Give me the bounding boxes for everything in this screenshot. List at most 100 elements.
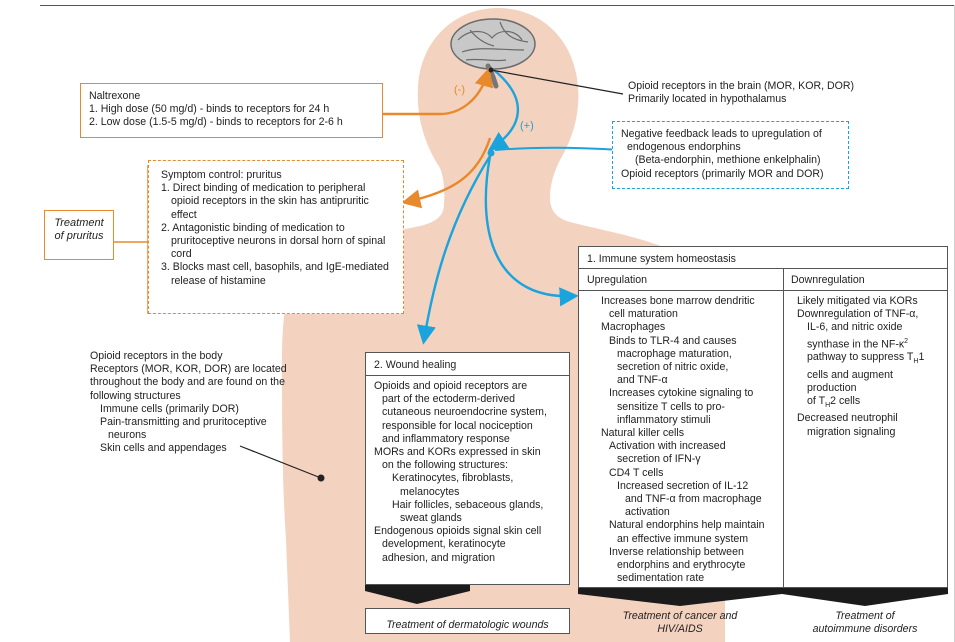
down-line: synthase in the NF-κ2 [797,335,924,352]
up-line: endorphins and erythrocyte [601,559,764,572]
downregulation-list: Likely mitigated via KORs Downregulation… [797,295,924,439]
up-line: inflammatory stimuli [601,414,764,427]
body-receptors-line: Pain-transmitting and pruritoceptive [90,416,287,429]
down-line-text: of T [807,395,825,407]
down-line-suffix: 2 cells [830,395,860,407]
wound-line: cutaneous neuroendocrine system, [374,406,547,419]
body-receptors-line: throughout the body and are found on the [90,376,287,389]
wound-line: melanocytes [374,486,547,499]
brain-receptors-text: Opioid receptors in the brain (MOR, KOR,… [628,80,854,106]
up-line: Natural killer cells [601,427,764,440]
down-line: Downregulation of TNF-α, [797,308,924,321]
down-line: migration signaling [797,426,924,439]
body-receptors-line: Receptors (MOR, KOR, DOR) are located [90,363,287,376]
up-line: Natural endorphins help maintain [601,519,764,532]
symptom-line: effect [161,209,395,222]
body-receptors-line: Immune cells (primarily DOR) [90,403,287,416]
body-receptors-line: Skin cells and appendages [90,442,287,455]
negative-feedback-box: Negative feedback leads to upregulation … [612,121,849,189]
wound-line: and inflammatory response [374,433,547,446]
down-line-text: pathway to suppress T [807,351,913,363]
immune-system-box: 1. Immune system homeostasis Upregulatio… [578,246,948,588]
symptom-control-box: Symptom control: pruritus 1. Direct bind… [148,160,404,314]
wound-line: MORs and KORs expressed in skin [374,446,547,459]
treatment-pruritus-box: Treatment of pruritus [44,210,114,260]
up-line: Inverse relationship between [601,546,764,559]
feedback-line-3: (Beta-endorphin, methione enkelphalin) [621,154,840,167]
up-line: Increases cytokine signaling to [601,387,764,400]
treatment-cancer-line2: HIV/AIDS [578,623,782,636]
up-line: secretion of IFN-γ [601,453,764,466]
positive-sign-label: (+) [520,120,534,133]
body-receptors-line: Opioid receptors in the body [90,350,287,363]
symptom-line: release of histamine [161,275,395,288]
wound-title: 2. Wound healing [374,359,456,372]
immune-title: 1. Immune system homeostasis [587,253,736,266]
treatment-autoimmune-line2: autoimmune disorders [782,623,948,636]
treatment-autoimmune-line1: Treatment of [782,610,948,623]
upregulation-header: Upregulation [587,274,647,287]
wound-line: on the following structures: [374,459,547,472]
up-line: secretion of nitric oxide, [601,361,764,374]
wound-line: sweat glands [374,512,547,525]
downregulation-header: Downregulation [791,274,865,287]
down-line: production [797,382,924,395]
down-line: IL-6, and nitric oxide [797,321,924,334]
treatment-autoimmune-label: Treatment of autoimmune disorders [782,610,948,636]
up-line: CD4 T cells [601,467,764,480]
up-line: sensitize T cells to pro- [601,401,764,414]
feedback-line-4: Opioid receptors (primarily MOR and DOR) [621,168,840,181]
down-line-suffix: 1 [918,351,924,363]
brain-location-line: Primarily located in hypothalamus [628,93,854,106]
up-line: Increased secretion of IL-12 [601,480,764,493]
symptom-line: cord [161,248,395,261]
body-receptors-line: following structures [90,390,287,403]
naltrexone-high-dose: 1. High dose (50 mg/d) - binds to recept… [89,103,374,116]
body-receptors-line: neurons [90,429,287,442]
down-line: Decreased neutrophil [797,412,924,425]
symptom-control-title: Symptom control: pruritus [161,169,395,182]
down-line-text: synthase in the NF-κ [807,338,904,350]
treatment-wounds-label: Treatment of dermatologic wounds [386,619,548,631]
up-line: macrophage maturation, [601,348,764,361]
naltrexone-title: Naltrexone [89,90,374,103]
symptom-line: pruritoceptive neurons in dorsal horn of… [161,235,395,248]
up-line: Increases bone marrow dendritic [601,295,764,308]
down-line: Likely mitigated via KORs [797,295,924,308]
up-line: Binds to TLR-4 and causes [601,335,764,348]
symptom-line: 3. Blocks mast cell, basophils, and IgE-… [161,261,395,274]
feedback-line-1: Negative feedback leads to upregulation … [621,128,840,141]
up-line: and TNF-α from macrophage [601,493,764,506]
up-line: cell maturation [601,308,764,321]
naltrexone-box: Naltrexone 1. High dose (50 mg/d) - bind… [80,83,383,138]
down-line: cells and augment [797,369,924,382]
immune-down-chevron [782,588,948,606]
naltrexone-low-dose: 2. Low dose (1.5-5 mg/d) - binds to rece… [89,116,374,129]
wound-list: Opioids and opioid receptors are part of… [374,380,547,565]
body-receptors-text: Opioid receptors in the body Receptors (… [90,350,287,456]
hypothalamus-dot [488,150,495,157]
wound-line: Opioids and opioid receptors are [374,380,547,393]
brain-receptors-line: Opioid receptors in the brain (MOR, KOR,… [628,80,854,93]
wound-line: Hair follicles, sebaceous glands, [374,499,547,512]
treatment-cancer-line1: Treatment of cancer and [578,610,782,623]
up-line: Activation with increased [601,440,764,453]
wound-line: development, keratinocyte [374,538,547,551]
wound-line: Endogenous opioids signal skin cell [374,525,547,538]
treatment-cancer-label: Treatment of cancer and HIV/AIDS [578,610,782,636]
wound-healing-box: 2. Wound healing Opioids and opioid rece… [365,352,570,585]
down-line: pathway to suppress TH1 [797,351,924,368]
wound-line: Keratinocytes, fibroblasts, [374,472,547,485]
wound-line: adhesion, and migration [374,552,547,565]
treatment-wounds-box: Treatment of dermatologic wounds [365,608,570,634]
wound-line: responsible for local nociception [374,420,547,433]
feedback-line-2: endogenous endorphins [621,141,840,154]
negative-sign-label: (-) [454,84,465,97]
up-line: Macrophages [601,321,764,334]
wound-line: part of the ectoderm-derived [374,393,547,406]
treatment-pruritus-line1: Treatment [49,217,109,230]
symptom-line: 2. Antagonistic binding of medication to [161,222,395,235]
down-line: of TH2 cells [797,395,924,412]
symptom-line: opioid receptors in the skin has antipru… [161,195,395,208]
superscript: 2 [904,338,908,345]
